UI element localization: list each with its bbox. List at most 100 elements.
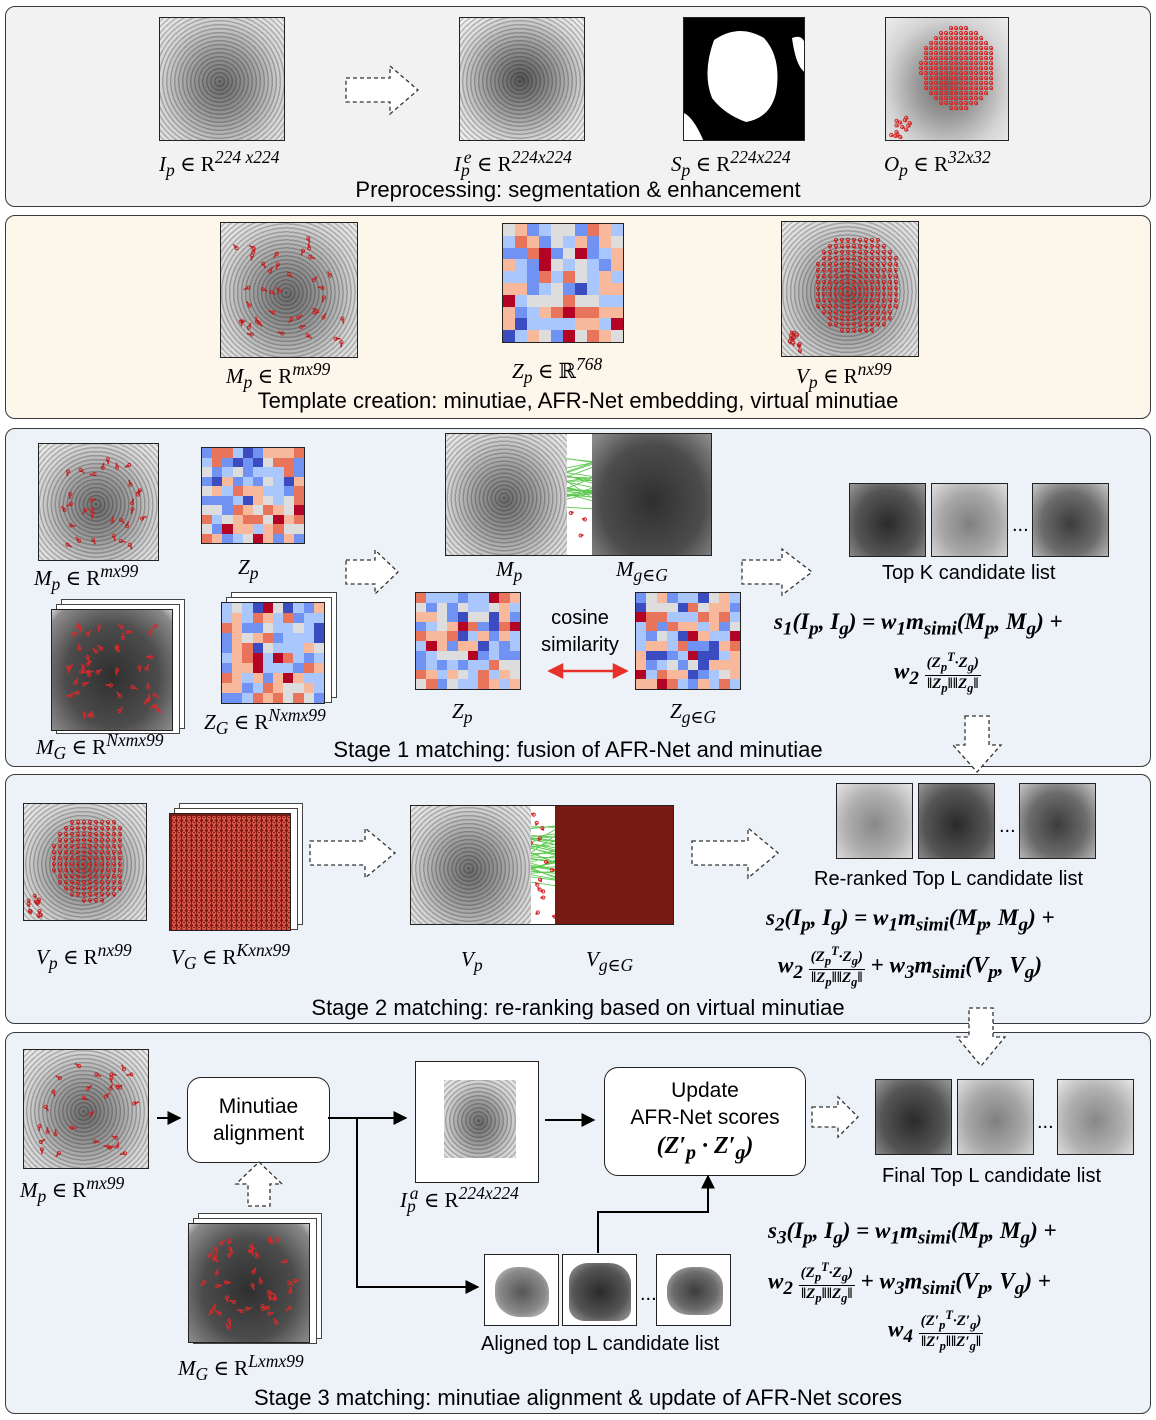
minutia-mark [865, 323, 868, 328]
embedding-cell [656, 641, 668, 651]
minutia-point [276, 825, 282, 831]
minutia-mark [44, 1106, 50, 1112]
embedding-cell [242, 653, 253, 663]
minutia-point [851, 291, 857, 297]
minutia-point [256, 860, 262, 866]
minutia-point [953, 25, 959, 31]
minutia-point [918, 70, 924, 76]
minutia-point [833, 267, 839, 273]
embedding-cell [252, 613, 263, 623]
minutia-point [231, 835, 237, 841]
embedding-cell [527, 294, 539, 307]
minutia-mark [116, 691, 121, 697]
embedding-cell [447, 669, 458, 680]
minutia-mark [90, 1110, 95, 1115]
embedding-cell [646, 602, 657, 613]
embedding-cell [303, 693, 314, 703]
minutia-point [196, 920, 202, 926]
minutia-point [241, 885, 247, 891]
minutia-point [231, 885, 237, 891]
minutia-point [93, 831, 99, 837]
minutia-point [815, 273, 821, 279]
minutia-point [261, 835, 267, 841]
minutia-point [226, 905, 232, 911]
minutia-point [839, 255, 845, 261]
embedding-cell [416, 660, 427, 670]
embedding-cell [646, 621, 657, 632]
minutia-mark [119, 863, 122, 868]
embedding-cell [515, 318, 527, 331]
minutia-point [251, 895, 257, 901]
minutia-point [953, 95, 959, 101]
embedding-cell [509, 660, 520, 670]
minutia-point [89, 711, 95, 716]
embedding-cell [551, 271, 563, 283]
minutia-point [988, 70, 994, 76]
minutia-point [231, 845, 237, 851]
minutia-point [69, 837, 75, 843]
embedding-cell [232, 643, 243, 653]
embedding-cell [515, 271, 527, 283]
minutia-point [261, 885, 267, 891]
minutia-point [973, 40, 979, 46]
minutia-point [63, 861, 69, 867]
minutia-mark [883, 317, 886, 322]
minutia-mark [847, 311, 850, 316]
embedding-cell [611, 247, 623, 260]
minutia-point [36, 899, 41, 904]
embedding-cell [719, 621, 730, 632]
minutia-point [81, 897, 87, 903]
vpair-gallery-half [555, 806, 673, 924]
embedding-cell [426, 679, 437, 689]
embedding-cell [263, 505, 274, 515]
embedding-cell [313, 683, 324, 693]
embedding-cell [611, 224, 623, 236]
minutia-point [111, 837, 117, 843]
minutia-mark [65, 845, 68, 850]
minutia-point [251, 245, 256, 251]
minutia-mark [847, 305, 850, 310]
minutia-point [226, 865, 232, 871]
minutia-point [100, 465, 105, 470]
minutia-point [75, 849, 81, 855]
minutia-mark [113, 535, 116, 541]
minutia-point [216, 860, 222, 866]
minutia-point [201, 900, 207, 906]
minutia-point [95, 670, 100, 675]
embedding-cell [599, 247, 611, 260]
embedding-cell [499, 602, 510, 613]
minutia-point [215, 1283, 220, 1289]
minutia-point [815, 285, 821, 291]
minutia-mark [791, 337, 795, 342]
embedding-cell [488, 669, 500, 680]
minutia-mark [268, 1291, 275, 1295]
embedding-cell [551, 259, 563, 272]
minutia-point [236, 920, 242, 926]
minutia-mark [823, 281, 826, 286]
minutia-point [821, 285, 827, 291]
embedding-cell [202, 514, 213, 524]
minutia-point [171, 845, 177, 851]
minutia-point [99, 831, 105, 837]
minutia-point [201, 820, 207, 826]
minutia-point [236, 845, 242, 851]
minutia-mark [859, 269, 862, 274]
minutia-point [900, 124, 905, 130]
minutia-point [206, 815, 212, 821]
minutia-point [36, 913, 41, 918]
minutia-mark [72, 631, 78, 636]
embedding-cell [222, 533, 233, 543]
embedding-cell [273, 524, 284, 534]
embedding-cell [719, 612, 730, 622]
embedding-cell [636, 679, 647, 689]
minutia-point [186, 915, 192, 921]
minutia-point [99, 861, 105, 867]
minutia-mark [55, 1075, 61, 1079]
minutia-point [287, 1280, 292, 1285]
embedding-cell [667, 660, 678, 670]
minutia-point [249, 253, 255, 258]
aligned-latent-patch [444, 1080, 516, 1158]
label-zg-pair: Zg∈G [670, 699, 717, 728]
minutia-mark [52, 1091, 56, 1097]
minutia-point [181, 830, 187, 836]
